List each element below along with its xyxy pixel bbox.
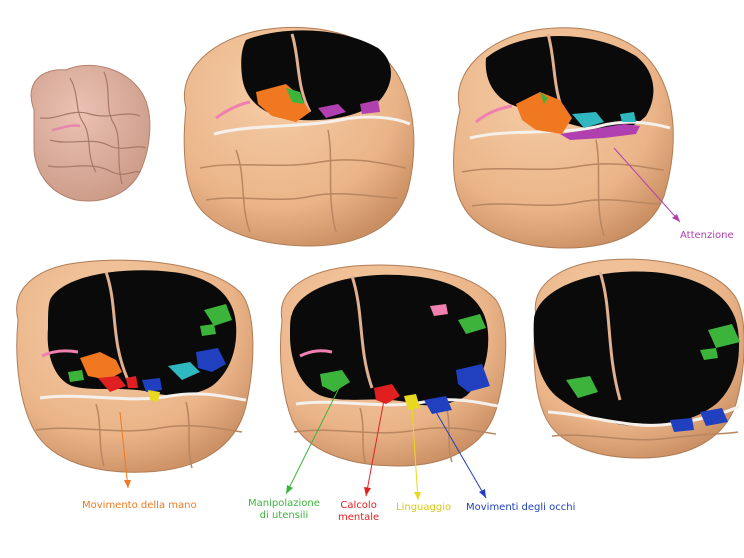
label-attenzione: Attenzione	[680, 230, 734, 242]
label-calcolo-mentale: Calcolo mentale	[338, 500, 379, 524]
brain-top-middle	[184, 27, 414, 246]
brain-top-right	[454, 28, 681, 248]
brain-bottom-middle	[280, 265, 505, 500]
whole-brain-thumbnail	[31, 65, 150, 201]
brain-bottom-right	[534, 259, 744, 458]
label-movimenti-degli-occhi: Movimenti degli occhi	[466, 502, 575, 514]
label-manipolazione-di-utensili: Manipolazione di utensili	[248, 498, 320, 522]
brain-bottom-left	[17, 260, 253, 488]
label-linguaggio: Linguaggio	[396, 502, 451, 514]
label-movimento-della-mano: Movimento della mano	[82, 500, 197, 512]
